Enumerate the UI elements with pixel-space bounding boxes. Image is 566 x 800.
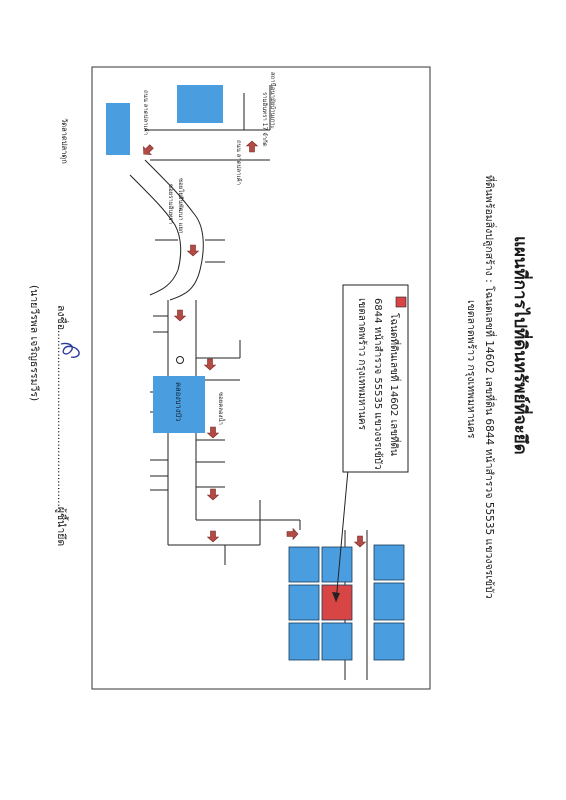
pointer-line [335, 469, 349, 603]
road-label-right: ถนน ลาดปลาเค้า [235, 140, 242, 185]
plot-grid [288, 544, 405, 661]
signer-name: (นายวีรพล เจริญธรรมวีร) [28, 285, 40, 402]
legend-line-1: โฉนดที่ดินเลขที่ 14602 เลขที่ดิน [388, 313, 399, 456]
legend-box [342, 284, 409, 473]
road-network [129, 85, 368, 680]
school-label-2: รามอินทรา 17 จำกัด [261, 92, 268, 147]
map-frame [91, 66, 431, 690]
school-building [177, 85, 223, 123]
soi-label-2: ซอยรามอินทรา [167, 184, 174, 224]
canal-label: คลองบางบัว [174, 382, 183, 422]
canal-block [153, 376, 205, 433]
temple-label: วัดลาดปลาดุก [60, 118, 69, 164]
canal-side-label: ซอยคลองน้ำ [217, 392, 224, 425]
handwritten-signature [60, 342, 80, 358]
legend-line-3: เขตลาดพร้าว กรุงเทพมหานคร [356, 298, 367, 430]
legend-line-2: 6844 หน้าสำรวจ 55535 แขวงจรเข้บัว [372, 298, 383, 470]
soi-label: ซอยโยธินพัฒนา แยก [177, 178, 184, 234]
temple-building [106, 103, 130, 155]
legend-marker [395, 296, 407, 308]
road-label-left: ถนน ลาดปลาเค้า [142, 90, 149, 135]
roundabout [176, 356, 184, 364]
